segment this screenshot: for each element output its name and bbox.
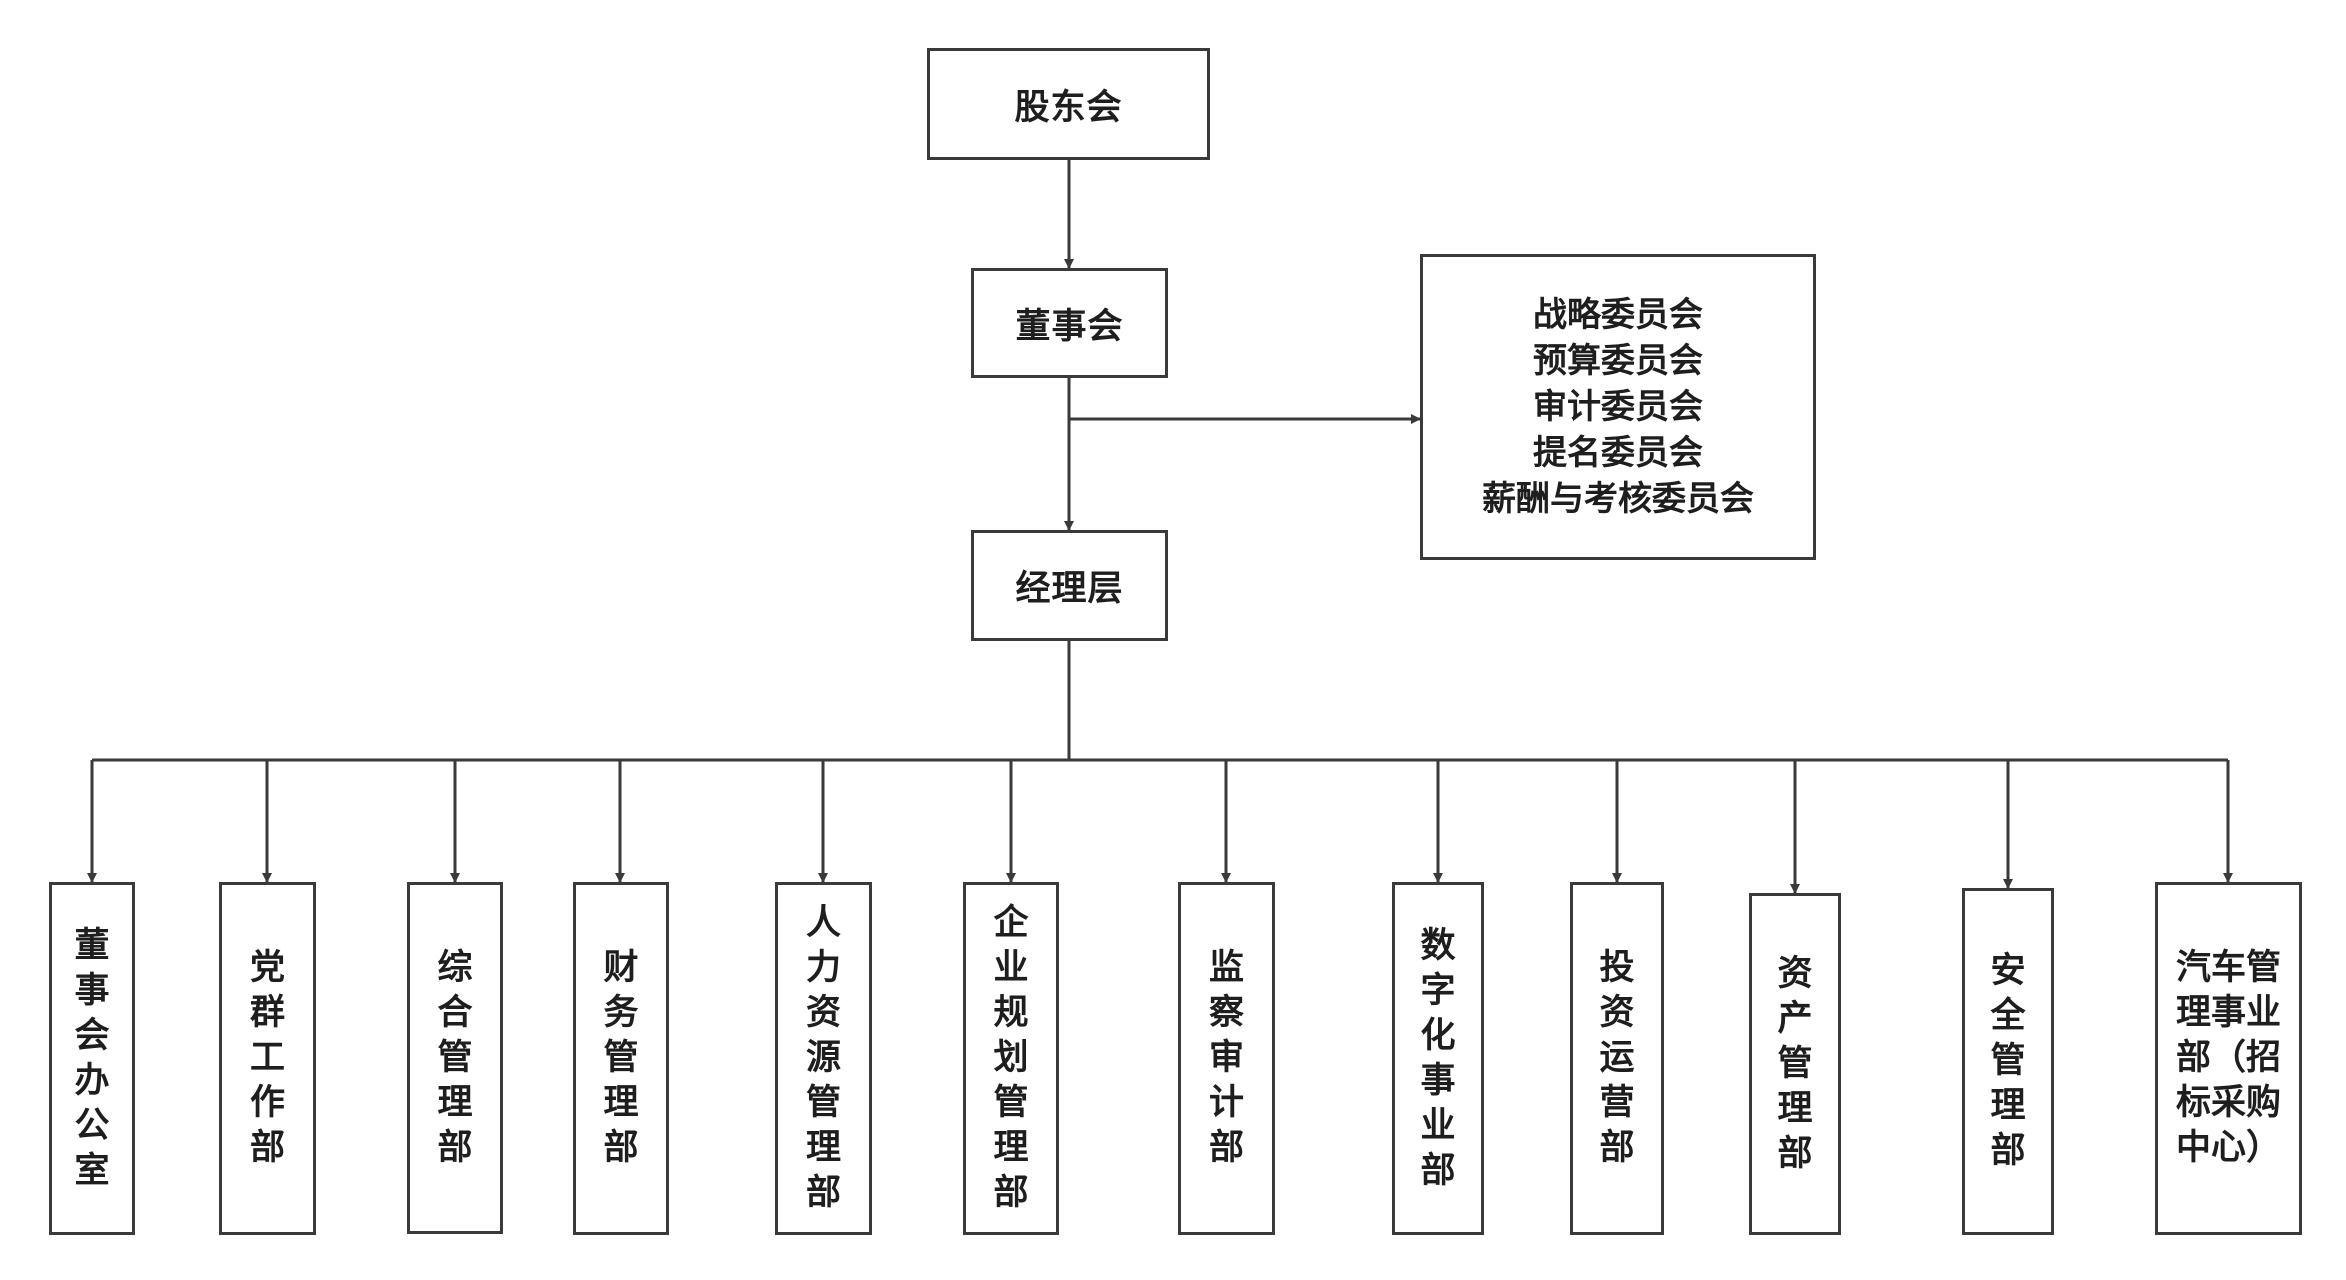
- department-label: 资产管理部: [1777, 953, 1813, 1174]
- department-label: 综合管理部: [437, 947, 473, 1168]
- shareholders-meeting-label: 股东会: [1014, 87, 1123, 128]
- department-box: 数字化事业部: [1392, 882, 1484, 1235]
- department-label: 财务管理部: [603, 948, 639, 1168]
- management-label: 经理层: [1015, 569, 1124, 609]
- board-of-directors-label: 董事会: [1015, 306, 1124, 347]
- committee-item: 审计委员会: [1533, 387, 1703, 427]
- management-box: 经理层: [971, 530, 1168, 641]
- committee-item: 预算委员会: [1533, 341, 1703, 381]
- board-of-directors-box: 董事会: [971, 268, 1168, 378]
- department-box: 党群工作部: [219, 882, 316, 1235]
- department-label: 党群工作部: [249, 948, 285, 1168]
- department-label: 汽车管理事业部（招标采购中心）: [2175, 948, 2281, 1168]
- department-box: 企业规划管理部: [963, 882, 1059, 1235]
- committee-item: 战略委员会: [1533, 295, 1703, 335]
- department-label: 数字化事业部: [1420, 925, 1456, 1191]
- department-label: 监察审计部: [1208, 948, 1244, 1168]
- shareholders-meeting-box: 股东会: [927, 48, 1210, 160]
- department-box: 汽车管理事业部（招标采购中心）: [2155, 882, 2302, 1235]
- department-box: 人力资源管理部: [775, 882, 872, 1235]
- department-box: 综合管理部: [407, 882, 503, 1234]
- department-box: 监察审计部: [1178, 882, 1275, 1235]
- department-box: 资产管理部: [1749, 893, 1841, 1235]
- department-label: 投资运营部: [1599, 948, 1635, 1168]
- department-label: 人力资源管理部: [805, 903, 841, 1213]
- department-box: 董事会办公室: [49, 882, 135, 1235]
- department-label: 董事会办公室: [74, 925, 110, 1191]
- department-box: 财务管理部: [573, 882, 669, 1235]
- department-box: 安全管理部: [1962, 888, 2054, 1235]
- department-box: 投资运营部: [1570, 882, 1664, 1235]
- department-label: 安全管理部: [1990, 951, 2026, 1171]
- board-committees-box: 战略委员会 预算委员会 审计委员会 提名委员会 薪酬与考核委员会: [1420, 254, 1816, 560]
- committee-item: 提名委员会: [1533, 433, 1703, 473]
- committee-item: 薪酬与考核委员会: [1482, 479, 1754, 519]
- department-label: 企业规划管理部: [993, 903, 1029, 1213]
